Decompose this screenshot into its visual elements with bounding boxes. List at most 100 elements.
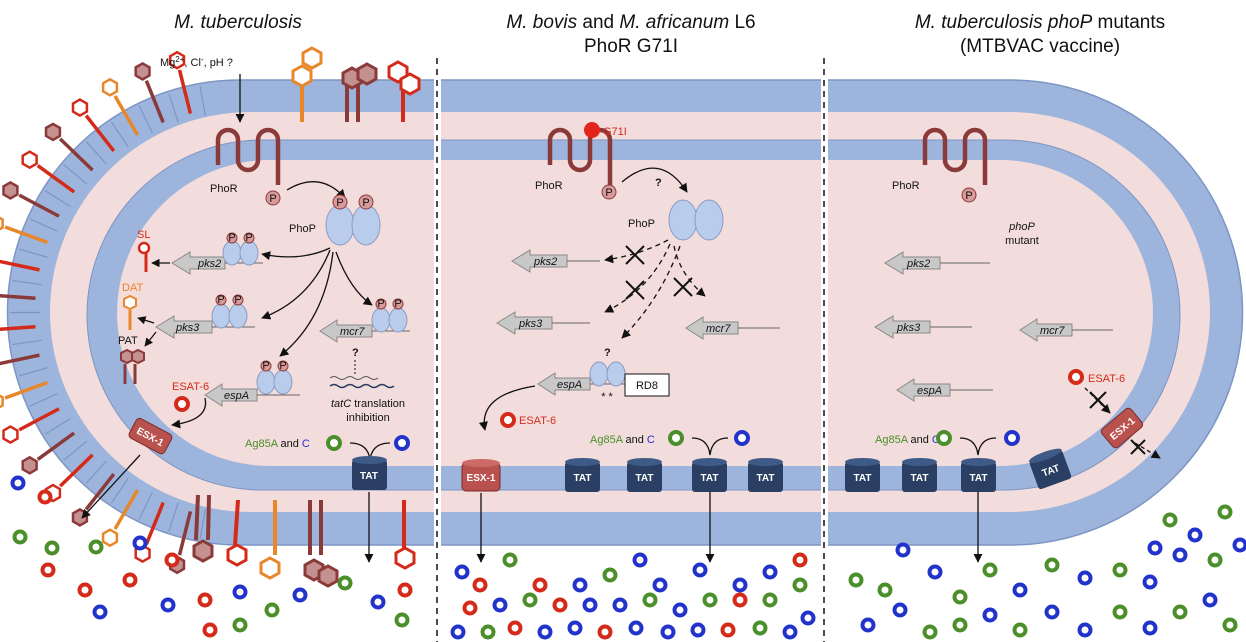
espA-label-p3: espA bbox=[917, 385, 942, 397]
secreted-protein-ring bbox=[582, 597, 598, 613]
tat-label: TAT bbox=[757, 473, 775, 484]
mcr7-label-p2: mcr7 bbox=[706, 323, 731, 335]
p-small-2: P bbox=[245, 232, 252, 244]
secreted-protein-ring bbox=[892, 602, 908, 618]
lipid-products-p1: SL DAT PAT bbox=[118, 229, 170, 384]
secreted-protein-ring bbox=[552, 597, 568, 613]
g71i-label: G71I bbox=[603, 126, 627, 138]
secreted-protein-ring bbox=[860, 617, 876, 633]
signals: Mg2+, Cl-, pH ? bbox=[160, 55, 245, 123]
dashed-arrows-p2 bbox=[604, 239, 706, 339]
secreted-protein-ring bbox=[1012, 582, 1028, 598]
membrane-ribs-p1 bbox=[10, 85, 206, 540]
tat-label: TAT bbox=[574, 473, 592, 484]
tat-row-p2: TAT TAT TAT TAT bbox=[565, 458, 783, 492]
secreted-protein-ring bbox=[1147, 540, 1163, 556]
stars-label: * * bbox=[601, 391, 613, 403]
svg-text:Ag85A and C: Ag85A and C bbox=[875, 434, 940, 446]
question-p2-1: ? bbox=[655, 177, 662, 189]
secreted-protein-ring bbox=[792, 577, 808, 593]
secreted-protein-ring bbox=[1207, 552, 1223, 568]
ag85-p3: Ag85A and C bbox=[875, 430, 1020, 456]
secreted-protein-ring bbox=[492, 597, 508, 613]
secreted-protein-ring bbox=[1142, 620, 1158, 636]
secreted-protein-ring bbox=[692, 562, 708, 578]
espA-label-p2: espA bbox=[557, 379, 582, 391]
p-label-p3: P bbox=[965, 190, 972, 202]
secreted-protein-ring bbox=[1172, 604, 1188, 620]
phor-p2: G71I PhoR P bbox=[535, 122, 627, 200]
secreted-protein-ring bbox=[762, 592, 778, 608]
p-small-1: P bbox=[228, 232, 235, 244]
secreted-protein-ring bbox=[877, 582, 893, 598]
secreted-protein-ring bbox=[660, 624, 676, 640]
question-mcr7: ? bbox=[352, 347, 359, 359]
secreted-protein-ring bbox=[264, 602, 280, 618]
secreted-protein-ring bbox=[462, 600, 478, 616]
secreted-protein-ring bbox=[1162, 512, 1178, 528]
tatc-inhibition: ? tatC translation inhibition bbox=[329, 347, 405, 424]
p-small-6: P bbox=[394, 298, 401, 310]
secreted-protein-ring bbox=[337, 575, 353, 591]
secreted-protein-ring bbox=[848, 572, 864, 588]
secreted-protein-ring bbox=[602, 567, 618, 583]
secreted-protein-ring bbox=[454, 564, 470, 580]
pks2-gene-p3: pks2 bbox=[884, 251, 990, 275]
esx1-p2: ESX-1 bbox=[461, 459, 501, 563]
mcr7-gene-p1: mcr7 P P bbox=[319, 298, 410, 343]
espA-arrow-p2 bbox=[478, 385, 536, 431]
secreted-protein-ring bbox=[952, 589, 968, 605]
tat-label: TAT bbox=[636, 473, 654, 484]
secreted-protein-ring bbox=[567, 620, 583, 636]
secreted-protein-ring bbox=[370, 594, 386, 610]
title-panel3-line2: (MTBVAC vaccine) bbox=[960, 36, 1120, 57]
secreted-protein-ring bbox=[450, 624, 466, 640]
espA-label-p1: espA bbox=[224, 390, 249, 402]
secreted-protein-ring bbox=[1112, 604, 1128, 620]
dat-label: DAT bbox=[122, 282, 143, 294]
p-label-1: P bbox=[269, 193, 276, 205]
tat-label: TAT bbox=[701, 473, 719, 484]
pks3-label-p1: pks3 bbox=[175, 322, 200, 334]
tat-label-p1: TAT bbox=[360, 471, 378, 482]
secreted-protein-ring bbox=[1044, 604, 1060, 620]
esat6-p2: ESAT-6 bbox=[500, 412, 556, 428]
secreted-protein-ring bbox=[982, 607, 998, 623]
mcr7-label-p3: mcr7 bbox=[1040, 325, 1065, 337]
tat-label: TAT bbox=[970, 473, 988, 484]
tat-label: TAT bbox=[854, 473, 872, 484]
secreted-protein-ring bbox=[507, 620, 523, 636]
phop-label-p1: PhoP bbox=[289, 223, 316, 235]
esx1-label-p2: ESX-1 bbox=[467, 473, 496, 484]
esx-block-p3 bbox=[1130, 439, 1161, 459]
secreted-protein-ring bbox=[922, 624, 938, 640]
phop-mutant-line1: phoP bbox=[1008, 221, 1035, 233]
secreted-protein-ring bbox=[480, 624, 496, 640]
espA-gene-p1: espA P P bbox=[204, 360, 300, 407]
phor-p3: PhoR P bbox=[892, 127, 988, 203]
title-panel3-line1: M. tuberculosis phoP mutants bbox=[915, 12, 1165, 33]
pks3-gene-p3: pks3 bbox=[874, 315, 972, 339]
panel-phop-mutant bbox=[828, 79, 1244, 546]
question-p2-2: ? bbox=[604, 347, 611, 359]
espA-gene-p3: espA bbox=[896, 378, 993, 402]
secreted-protein-ring bbox=[394, 612, 410, 628]
rd8-label: RD8 bbox=[636, 380, 658, 392]
mcr7-gene-p3: mcr7 bbox=[1019, 318, 1113, 342]
secreted-protein-ring bbox=[160, 597, 176, 613]
secreted-protein-ring bbox=[1112, 562, 1128, 578]
secreted-protein-ring bbox=[702, 592, 718, 608]
secreted-protein-ring bbox=[792, 552, 808, 568]
secreted-protein-ring bbox=[642, 592, 658, 608]
top-lipids bbox=[291, 46, 421, 122]
svg-text:Ag85A and C: Ag85A and C bbox=[590, 434, 655, 446]
p-small-8: P bbox=[279, 360, 286, 372]
esat6-label-p1: ESAT-6 bbox=[172, 381, 209, 393]
p-label-3: P bbox=[362, 197, 369, 209]
svg-text:tatC translation: tatC translation bbox=[331, 398, 405, 410]
p-label-2: P bbox=[336, 197, 343, 209]
p-label-p2: P bbox=[605, 187, 612, 199]
secreted-protein-ring bbox=[732, 592, 748, 608]
